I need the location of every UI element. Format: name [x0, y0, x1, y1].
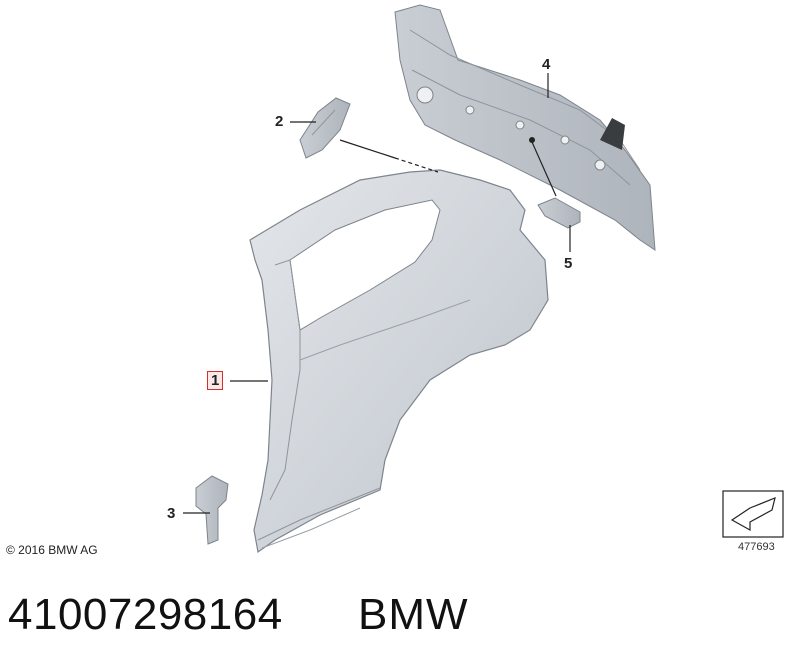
side-panel-part-1: [249, 169, 549, 554]
callout-3: 3: [167, 505, 176, 522]
orientation-arrow-icon: [722, 490, 784, 538]
diagram-reference-code: 477693: [738, 541, 775, 553]
callout-1: 1: [207, 371, 224, 390]
callout-4: 4: [542, 56, 551, 73]
callout-2: 2: [275, 113, 284, 130]
rear-panel-part: [394, 4, 656, 251]
brand-name: BMW: [358, 590, 469, 639]
leader-lines: [183, 73, 571, 514]
copyright-notice: © 2016 BMW AG: [6, 543, 98, 557]
reinforcement-part-3: [195, 475, 229, 545]
bracket-part-2: [299, 97, 351, 159]
exploded-parts-diagram: [183, 4, 784, 554]
part-number: 41007298164: [8, 590, 283, 639]
bracket-part-5: [537, 197, 581, 229]
callout-5: 5: [564, 255, 573, 272]
